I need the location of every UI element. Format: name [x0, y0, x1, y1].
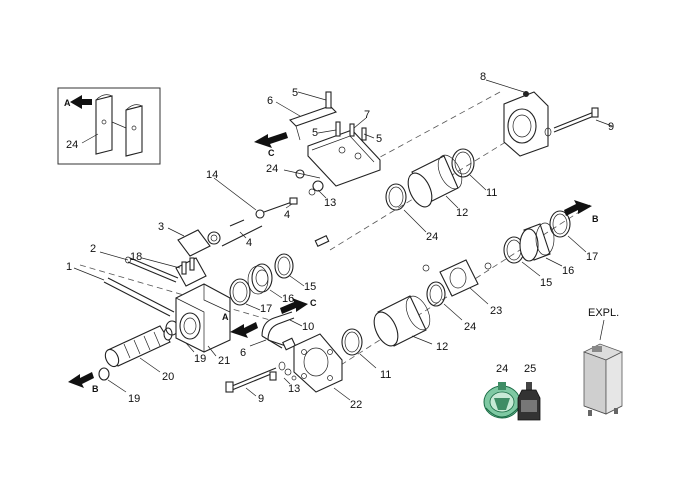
callout-10: 10 — [302, 321, 314, 333]
main-housing — [175, 257, 231, 353]
callout-9-top: 9 — [608, 121, 614, 133]
direction-arrow-icon — [68, 372, 94, 388]
callout-23: 23 — [490, 305, 502, 317]
callout-15-left: 15 — [304, 281, 316, 293]
small-fittings — [177, 197, 330, 257]
callout-22: 22 — [350, 399, 362, 411]
callout-24-grease: 24 — [496, 363, 508, 375]
direction-arrow-icon — [254, 132, 288, 148]
cover-22 — [293, 333, 343, 393]
cylinder-upper — [407, 154, 463, 208]
callout-11-upper: 11 — [486, 187, 497, 199]
direction-arrow-icon — [70, 95, 92, 109]
callout-19-upper: 19 — [194, 353, 206, 365]
ring-17-left — [229, 278, 251, 306]
callout-18: 18 — [130, 251, 142, 263]
callout-24-upper: 24 — [426, 231, 438, 243]
callout-7: 7 — [364, 109, 370, 121]
callout-8: 8 — [480, 71, 486, 83]
rod-long — [103, 277, 175, 317]
callout-5-top: 5 — [292, 87, 298, 99]
top-bracket — [288, 91, 381, 196]
direction-arrow-icon — [280, 298, 308, 314]
callout-12-lower: 12 — [436, 341, 448, 353]
callout-24-lower: 24 — [464, 321, 476, 333]
inset-letter-a: A — [64, 98, 71, 108]
callout-19-lower: 19 — [128, 393, 140, 405]
left-letter-b: B — [92, 384, 99, 394]
seal-ring-lower — [341, 328, 363, 356]
callout-21: 21 — [218, 355, 230, 367]
rod-short — [125, 256, 179, 283]
callout-1: 1 — [66, 261, 72, 273]
top-letter-c: C — [268, 148, 275, 158]
cover-23 — [422, 259, 492, 297]
callout-15-right: 15 — [540, 277, 552, 289]
machine-icon — [582, 343, 624, 416]
callout-5-right: 5 — [376, 133, 382, 145]
gear-16-left — [247, 263, 273, 295]
inset-detail — [57, 87, 161, 165]
callout-2: 2 — [90, 243, 96, 255]
direction-arrow-icon — [230, 322, 258, 338]
ring-17-right — [549, 210, 571, 238]
callout-16-left: 16 — [282, 293, 294, 305]
callout-9-lower: 9 — [258, 393, 264, 405]
grease-tube-icon — [483, 382, 521, 419]
callout-17-left: 17 — [260, 303, 272, 315]
callout-12-upper: 12 — [456, 207, 468, 219]
pipe-10 — [261, 311, 296, 351]
mid-letter-c: C — [310, 298, 317, 308]
callout-24-top: 24 — [266, 163, 278, 175]
callout-17-right: 17 — [586, 251, 598, 263]
ring-15-left — [274, 253, 294, 279]
callout-6-top: 6 — [267, 95, 273, 107]
callout-13-top: 13 — [324, 197, 336, 209]
grease-tube-part — [104, 325, 173, 368]
direction-arrow-icon — [564, 200, 592, 216]
right-letter-b: B — [592, 214, 599, 224]
nipple-13-lower — [269, 368, 297, 381]
oil-bottle-icon — [517, 382, 541, 421]
cylinder-lower — [373, 295, 431, 347]
callout-16-right: 16 — [562, 265, 574, 277]
callout-4-right: 4 — [284, 209, 290, 221]
bolt-9-lower — [225, 361, 286, 393]
end-cover-right — [503, 91, 599, 157]
o-ring-upper — [385, 183, 407, 211]
callout-20: 20 — [162, 371, 174, 383]
callout-24-inset: 24 — [66, 139, 78, 151]
callout-13-lower: 13 — [288, 383, 300, 395]
ring-19-lower — [98, 367, 110, 381]
callout-4-left: 4 — [246, 237, 252, 249]
o-ring-lower — [426, 281, 446, 307]
expl-label: EXPL. — [588, 307, 619, 319]
callout-14: 14 — [206, 169, 218, 181]
callout-6-lower: 6 — [240, 347, 246, 359]
seal-ring-upper — [451, 148, 475, 178]
gear-16-right — [519, 222, 555, 262]
main-letter-a: A — [222, 312, 229, 322]
callout-5-mid: 5 — [312, 127, 318, 139]
callout-11-lower: 11 — [380, 369, 391, 381]
callout-3: 3 — [158, 221, 164, 233]
callout-25: 25 — [524, 363, 536, 375]
